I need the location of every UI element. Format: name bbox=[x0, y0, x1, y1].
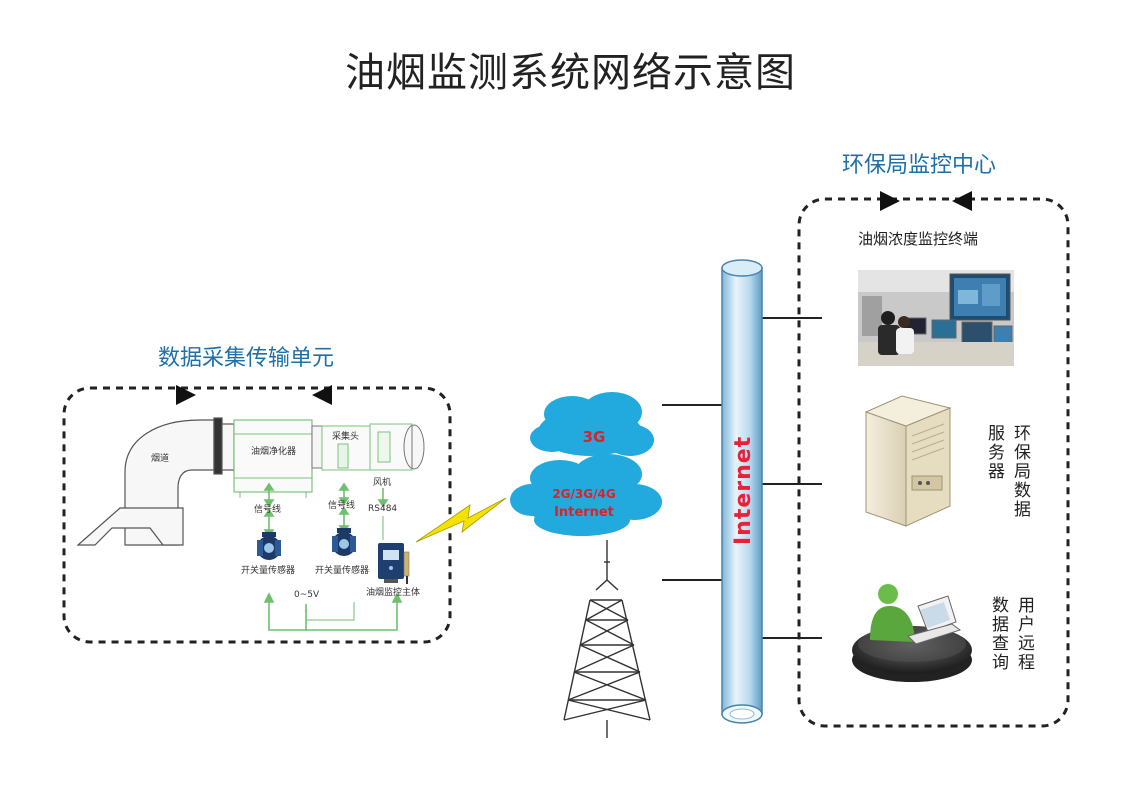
collection-unit-heading: 数据采集传输单元 bbox=[158, 346, 335, 371]
wireless-lightning-icon bbox=[415, 497, 507, 543]
signal-line-label-1: 信号线 bbox=[254, 505, 282, 515]
cloud-internet-label: Internet bbox=[554, 505, 614, 520]
server-icon bbox=[864, 395, 952, 527]
signal-line-label-2: 信号线 bbox=[328, 501, 356, 511]
collector-head-label: 采集头 bbox=[332, 432, 360, 442]
server-label-primary: 环保局数据 bbox=[1010, 424, 1030, 519]
monitoring-terminal-photo bbox=[858, 270, 1014, 366]
cloud-network-label: 2G/3G/4G bbox=[552, 487, 615, 501]
user-label-secondary: 数据查询 bbox=[988, 596, 1008, 672]
monitoring-center-heading: 环保局监控中心 bbox=[842, 153, 997, 178]
cell-tower-icon bbox=[563, 540, 651, 738]
cloud-3g-label: 3G bbox=[583, 428, 606, 446]
monitoring-center-box bbox=[797, 191, 1070, 728]
collection-unit-box bbox=[62, 385, 452, 644]
switch-sensor-label-2: 开关量传感器 bbox=[315, 566, 370, 576]
internet-backbone-pipe bbox=[721, 259, 763, 724]
switch-sensor-1 bbox=[257, 532, 281, 560]
network-links bbox=[662, 317, 822, 639]
fan-label: 风机 bbox=[373, 478, 392, 488]
cloud-internet bbox=[510, 454, 662, 536]
rs485-label: RS484 bbox=[368, 504, 398, 514]
terminal-label: 油烟浓度监控终端 bbox=[858, 230, 979, 248]
server-label-secondary: 服务器 bbox=[984, 424, 1004, 481]
arrow-right-icon bbox=[176, 385, 196, 405]
arrow-right-icon bbox=[880, 191, 900, 211]
user-label-primary: 用户远程 bbox=[1014, 596, 1034, 672]
monitor-host-label: 油烟监控主体 bbox=[366, 588, 421, 598]
fan bbox=[369, 423, 425, 471]
monitor-host-device bbox=[378, 543, 410, 584]
flue-label: 烟道 bbox=[151, 454, 170, 464]
arrow-left-icon bbox=[312, 385, 332, 405]
collector-head bbox=[311, 425, 371, 471]
purifier-label: 油烟净化器 bbox=[251, 447, 297, 457]
switch-sensor-2 bbox=[332, 528, 356, 556]
flue-duct bbox=[76, 417, 235, 546]
signal-connections bbox=[263, 482, 403, 631]
cloud-3g bbox=[530, 392, 654, 456]
voltage-label: 0~5V bbox=[294, 590, 320, 600]
switch-sensor-label-1: 开关量传感器 bbox=[241, 566, 296, 576]
arrow-left-icon bbox=[952, 191, 972, 211]
oil-fume-purifier bbox=[233, 419, 313, 498]
remote-user-icon bbox=[852, 584, 972, 682]
page-title: 油烟监测系统网络示意图 bbox=[345, 50, 796, 96]
pipe-internet-label: Internet bbox=[731, 436, 756, 545]
